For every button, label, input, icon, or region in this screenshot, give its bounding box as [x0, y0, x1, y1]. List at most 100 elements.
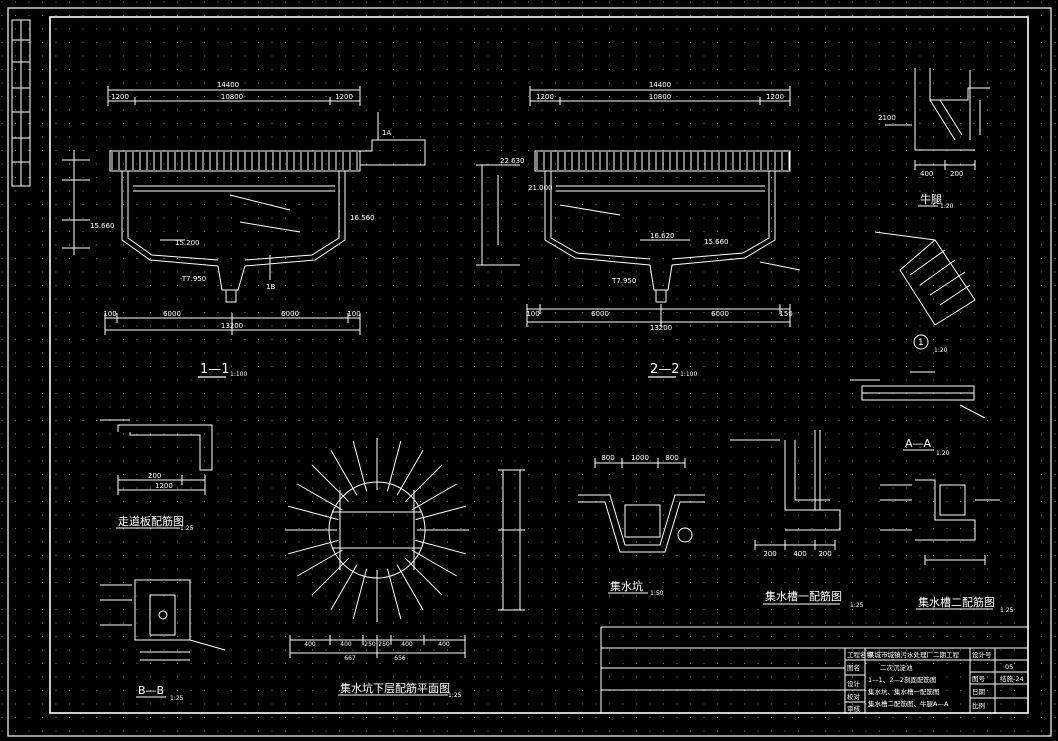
trough-1-title: 集水槽一配筋图 [765, 589, 842, 603]
title-block-label-review: 审核 [847, 704, 861, 713]
title-block-right-label-2: 日期 [972, 688, 986, 696]
section-2-2-bottom-overall: 13200 [650, 324, 672, 332]
radial-rebar [396, 450, 424, 496]
sump-lower-plan-labels: 400 400 250 250 400 400 667 656 集水坑下层配筋平… [304, 641, 461, 699]
section-2-2-overall-dim: 14400 [649, 81, 671, 89]
niutui-labels: 2100 400 200 牛腿 1:20 [878, 114, 963, 210]
trough-1-detail [730, 430, 841, 550]
radial-rebar [404, 464, 443, 503]
title-block-right-label-1: 图号 [972, 675, 986, 683]
trough-1-dim-2: 200 [818, 550, 831, 558]
sump-plan-dim-6: 667 [344, 655, 356, 662]
sump-dim-0: 800 [601, 454, 614, 462]
niutui-dim-b: 400 [920, 170, 933, 178]
radial-rebar [415, 505, 467, 521]
walkway-scale: 1:25 [180, 525, 194, 532]
section-1-1-title: 1—1 [200, 362, 230, 377]
niutui-dim-c: 200 [950, 170, 963, 178]
detail-1-labels: 1 1:20 [918, 338, 948, 354]
radial-rebar [330, 564, 358, 610]
section-1-1-bdim-2: 6000 [281, 310, 299, 318]
radial-rebar [411, 549, 457, 577]
section-2-2-dim-left: 1200 [536, 93, 554, 101]
radial-rebar [386, 440, 402, 492]
detail-1-scale: 1:20 [934, 347, 948, 354]
radial-rebar [415, 539, 467, 555]
section-1-1-level-a: 15.200 [175, 239, 200, 247]
section-2-2-level-d: 15.660 [704, 238, 729, 246]
trough-2-labels: 集水槽二配筋图 1:25 [918, 595, 1014, 614]
sump-plan-dim-0: 400 [304, 641, 316, 648]
radial-rebar [411, 483, 457, 511]
radial-rebar [311, 557, 350, 596]
title-block-drawing-name: 二次沉淀池 [880, 663, 913, 672]
section-b-b-scale: 1:25 [170, 695, 184, 702]
sump-scale: 1:50 [650, 590, 664, 597]
section-b-b-title: B—B [138, 684, 164, 697]
sump-plan-dim-7: 656 [394, 655, 406, 662]
section-1-1-scale: 1:100 [230, 371, 247, 378]
section-2-2-bdim-1: 6000 [591, 310, 609, 318]
radial-rebar [287, 539, 339, 555]
sump-plan-title: 集水坑下层配筋平面图 [340, 681, 450, 695]
title-block-right-label-0: 设计号 [972, 650, 992, 659]
section-2-2-elev-bottom: T7.950 [611, 277, 636, 285]
sump-plan-dim-3: 250 [378, 641, 390, 648]
radial-rebar [386, 568, 402, 620]
sump-labels: 800 1000 800 集水坑 1:50 [601, 454, 678, 597]
section-2-2-bdim-2: 6000 [711, 310, 729, 318]
walkway-dim-a: 1200 [155, 482, 173, 490]
radial-rebar [287, 505, 339, 521]
title-block-label-check: 校对 [847, 692, 861, 701]
sump-dim-2: 800 [665, 454, 678, 462]
section-1-1-dim-mid: 10800 [221, 93, 243, 101]
section-1-1-dim-left: 1200 [111, 93, 129, 101]
radial-rebar [396, 564, 424, 610]
section-2-2-labels: 14400 1200 10800 1200 T7.950 22.630 21.0… [500, 81, 793, 378]
sump-detail [498, 458, 705, 611]
radial-rebar [297, 549, 343, 577]
section-1-1-bdim-1: 6000 [163, 310, 181, 318]
trough-1-scale: 1:25 [850, 602, 864, 609]
section-2-2-level-b: 21.000 [528, 184, 553, 192]
radial-rebar [352, 568, 368, 620]
title-block-project: 某城市城镇污水处理厂二期工程 [868, 650, 960, 659]
section-a-a-labels: A—A 1:20 [905, 437, 950, 457]
section-2-2-dim-right: 1200 [766, 93, 784, 101]
section-b-b-labels: B—B 1:25 [138, 684, 184, 702]
trough-2-title: 集水槽二配筋图 [918, 595, 995, 609]
trough-2-scale: 1:25 [1000, 607, 1014, 614]
radial-rebar [311, 464, 350, 503]
section-1-1-cut-1b: 1B [266, 283, 275, 291]
niutui-dim-a: 2100 [878, 114, 896, 122]
section-a-a-scale: 1:20 [936, 450, 950, 457]
title-block [600, 626, 1029, 714]
section-2-2-bdim-0: 100 [526, 310, 539, 318]
section-1-1-bdim-3: 100 [347, 310, 360, 318]
section-2-2-scale: 1:100 [680, 371, 697, 378]
section-1-1-elev-bottom: -T7.950 [180, 275, 206, 283]
detail-1 [874, 231, 976, 350]
detail-1-number: 1 [918, 338, 924, 348]
title-block-text: 工程名称 某城市城镇污水处理厂二期工程 图名 二次沉淀池 1—1、2—2剖面配筋… [847, 650, 1024, 713]
section-1-1-labels: 14400 1200 10800 1200 1A 1B -T7.950 15.2… [90, 81, 391, 378]
niutui-scale: 1:20 [940, 203, 954, 210]
section-a-a-title: A—A [905, 437, 932, 450]
radial-rebar [330, 450, 358, 496]
section-b-b [100, 579, 226, 661]
title-block-date: 05 [1005, 663, 1013, 671]
section-1-1-overall-dim: 14400 [217, 81, 239, 89]
section-a-a [850, 371, 986, 419]
walkway-title: 走道板配筋图 [118, 514, 184, 528]
trough-2-detail [880, 479, 1000, 565]
section-2-2-dim-mid: 10800 [649, 93, 671, 101]
section-2-2-bdim-3: 150 [779, 310, 792, 318]
section-2-2-level-a: 22.630 [500, 157, 525, 165]
title-block-desc-1: 集水坑、集水槽一配筋图 [868, 687, 940, 696]
binding-margin-tag [11, 19, 31, 187]
sump-plan-dim-5: 400 [438, 641, 450, 648]
niutui-detail [885, 68, 990, 170]
sump-plan-dim-4: 400 [401, 641, 413, 648]
sump-plan-dim-1: 400 [340, 641, 352, 648]
